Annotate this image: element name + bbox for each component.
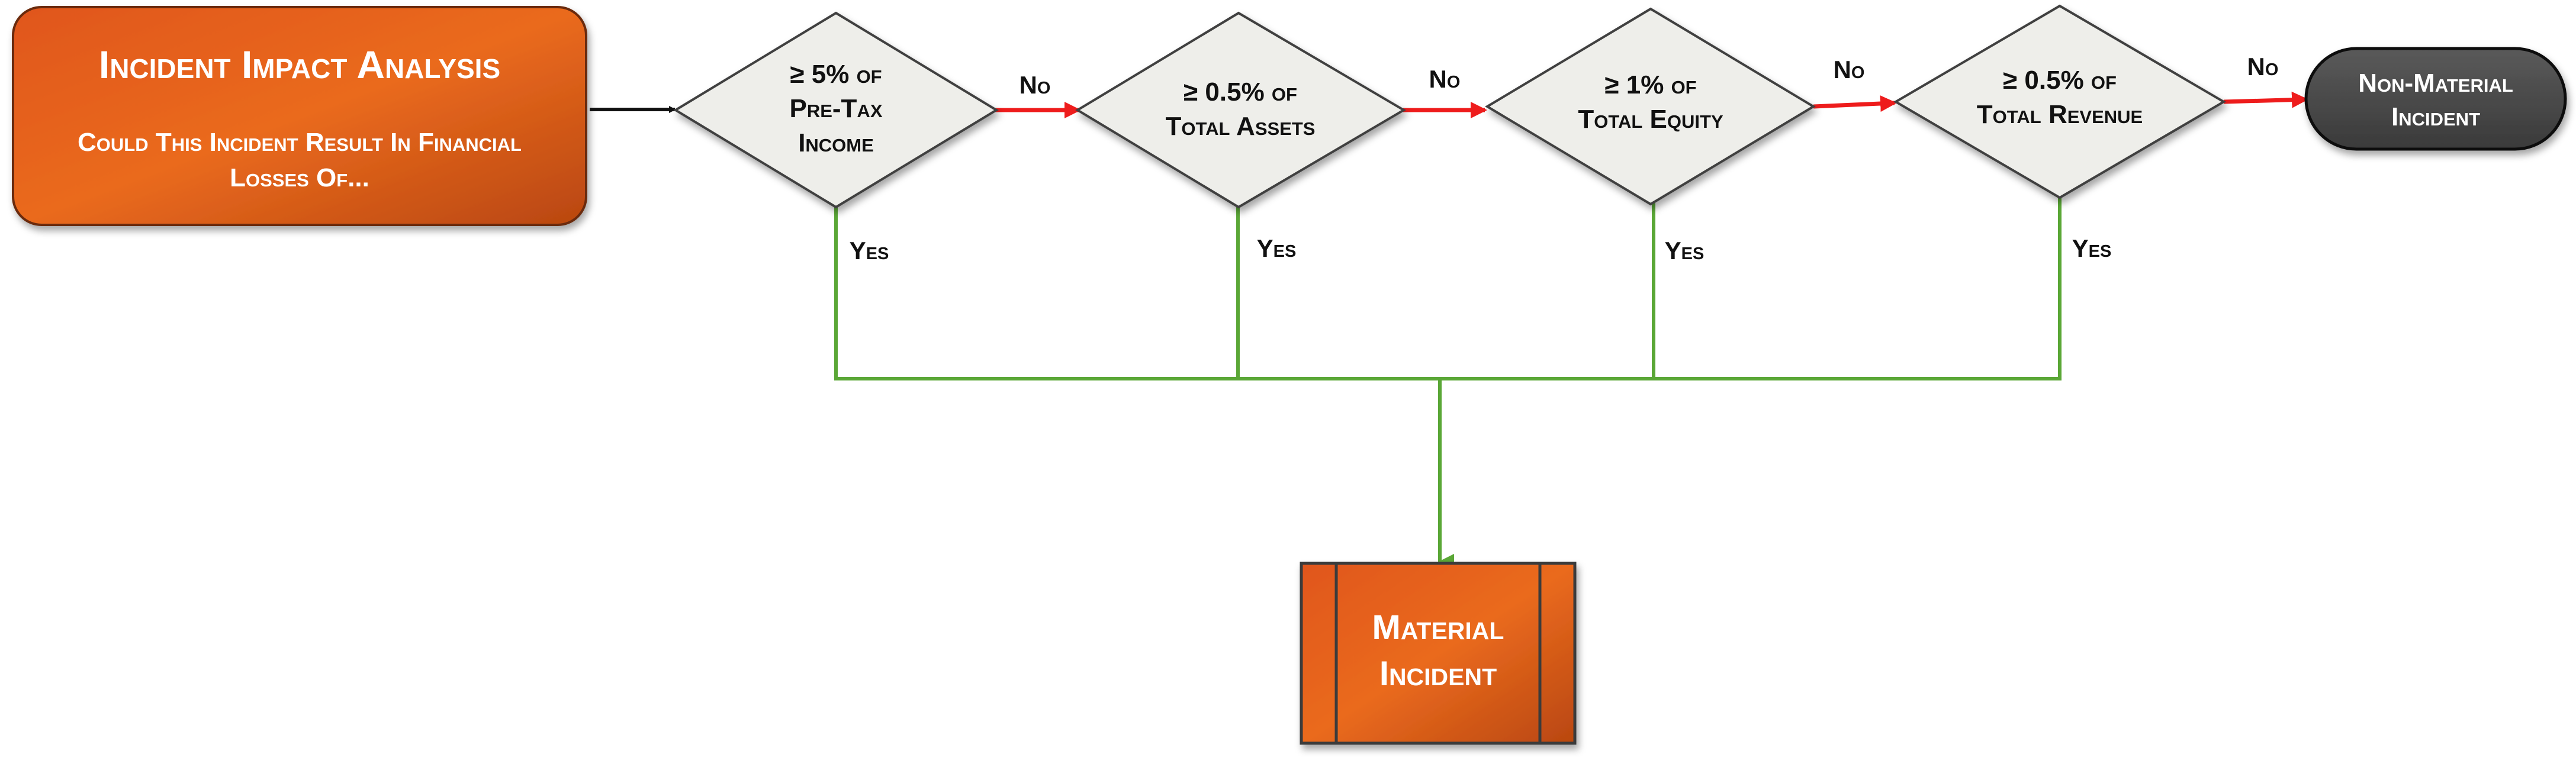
decision-diamond-3: [1485, 7, 1816, 206]
decision-4-line1: ≥ 0.5% of: [2003, 66, 2117, 95]
decision-diamond-4: [1893, 4, 2226, 199]
decision-3-line2: Total Equity: [1578, 105, 1723, 134]
yes-label-1: Yes: [850, 237, 889, 265]
decision-2-line2: Total Assets: [1166, 112, 1316, 141]
no-label-4: No: [2247, 53, 2279, 80]
material-line2: Incident: [1379, 654, 1497, 693]
decision-1-line3: Income: [798, 128, 874, 157]
decision-2-line1: ≥ 0.5% of: [1184, 78, 1297, 107]
material-incident-box: [1300, 562, 1577, 745]
yes-label-2: Yes: [1257, 234, 1297, 262]
start-title: Incident Impact Analysis: [99, 43, 500, 86]
yes-label-3: Yes: [1665, 237, 1705, 265]
decision-1-line2: Pre-Tax: [789, 94, 882, 123]
start-subtitle-line2: Losses Of...: [230, 163, 369, 192]
no-arrow-3: [1813, 95, 1897, 112]
decision-1-line1: ≥ 5% of: [790, 60, 882, 89]
no-label-2: No: [1429, 65, 1461, 93]
decision-3-line1: ≥ 1% of: [1604, 70, 1696, 99]
decision-diamond-1: [673, 11, 999, 209]
no-arrow-4: [2223, 91, 2308, 108]
start-subtitle-line1: Could This Incident Result In Financial: [78, 128, 522, 157]
decision-4-line2: Total Revenue: [1977, 100, 2143, 129]
start-box: [12, 6, 587, 226]
no-label-3: No: [1834, 56, 1865, 83]
non-material-line2: Incident: [2391, 102, 2480, 131]
yes-label-4: Yes: [2072, 234, 2112, 262]
yes-connectors: [834, 195, 2062, 380]
non-material-terminal: [2304, 47, 2567, 151]
material-line1: Material: [1372, 608, 1504, 647]
no-label-1: No: [1020, 71, 1051, 99]
decision-diamond-2: [1075, 11, 1406, 209]
non-material-line1: Non-Material: [2358, 69, 2513, 98]
